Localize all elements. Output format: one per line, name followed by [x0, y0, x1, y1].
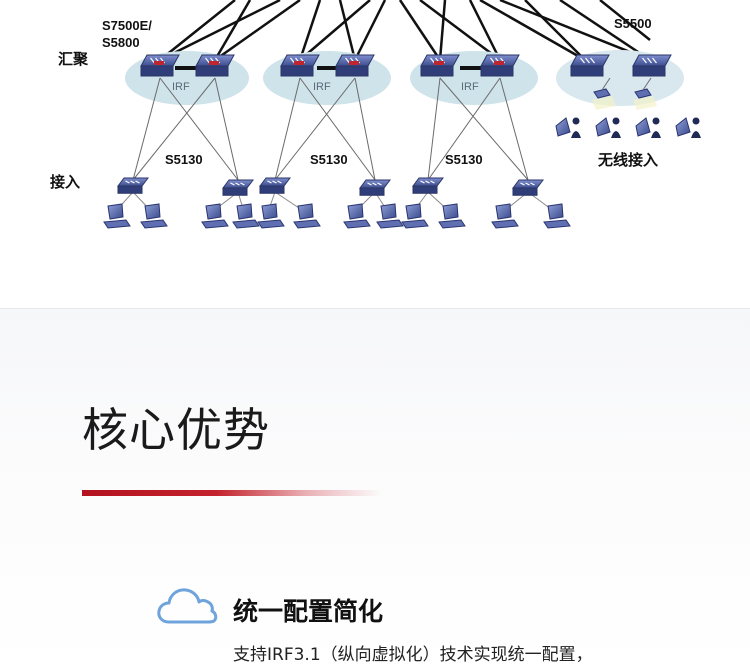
- uplink-line: [559, 0, 651, 62]
- wireless-user-icon: [595, 117, 621, 138]
- aggregation-switch-icon: [335, 54, 375, 77]
- uplink-line: [438, 0, 447, 61]
- title-accent-bar: [82, 490, 382, 496]
- downlink-line: [354, 77, 376, 181]
- downlink-line: [132, 77, 161, 181]
- aggregation-switch-icon: [140, 54, 180, 77]
- access-switch-icon: [259, 177, 291, 194]
- uplink-line: [499, 0, 651, 62]
- feature-description: 支持IRF3.1（纵向虚拟化）技术实现统一配置，: [233, 645, 593, 665]
- pc-terminals: [103, 203, 571, 229]
- wireless-layer-label: 无线接入: [598, 151, 659, 169]
- access-model-label: S5130: [310, 152, 348, 167]
- uplink-line: [213, 0, 252, 61]
- pc-icon: [343, 203, 371, 229]
- uplink-line: [599, 0, 651, 41]
- aggregation-switch-icon: [280, 54, 320, 77]
- access-switches: [117, 177, 544, 196]
- uplink-line: [524, 0, 586, 61]
- downlink-line: [299, 77, 376, 181]
- uplink-line: [353, 0, 387, 61]
- pc-icon: [491, 203, 519, 229]
- access-point-icon: [592, 77, 616, 110]
- wireless-users: [555, 117, 701, 138]
- access-points: [592, 77, 657, 110]
- aggregation-layer-label: 汇聚: [58, 50, 89, 68]
- uplink-line: [468, 0, 502, 61]
- downlink-line: [427, 77, 501, 181]
- pc-links: [114, 191, 556, 213]
- core-advantages-panel: [0, 308, 750, 665]
- aggregation-switch-icon: [195, 54, 235, 77]
- access-switch-icon: [512, 179, 544, 196]
- topology-svg: [103, 0, 701, 229]
- uplink-line: [214, 0, 301, 62]
- wireless-group-model-label: S5500: [614, 16, 652, 31]
- uplink-line: [338, 0, 357, 61]
- aggregation-switch-icon: [480, 54, 520, 77]
- uplink-line: [299, 0, 371, 61]
- downlink-line: [499, 77, 529, 181]
- pc-icon: [201, 203, 229, 229]
- access-layer-label: 接入: [50, 173, 81, 191]
- pc-icon: [103, 203, 131, 229]
- wireless-switch-icon: [632, 54, 672, 77]
- irf-label: IRF: [172, 81, 190, 93]
- uplink-line: [479, 0, 586, 62]
- access-switch-icon: [117, 177, 149, 194]
- downlink-line: [427, 77, 441, 181]
- core-group-model-line2: S5800: [102, 35, 140, 50]
- uplink-line: [159, 0, 281, 62]
- aggregation-switches: [140, 54, 520, 77]
- downlink-line: [159, 77, 239, 181]
- pc-icon: [401, 203, 429, 229]
- access-point-icon: [633, 77, 657, 110]
- downlink-line: [274, 77, 301, 181]
- access-switch-icon: [222, 179, 254, 196]
- pc-icon: [438, 203, 466, 229]
- irf-label: IRF: [313, 81, 331, 93]
- wireless-switch-icon: [570, 54, 610, 77]
- pc-icon: [257, 203, 285, 229]
- aggregation-switch-icon: [420, 54, 460, 77]
- uplink-line: [298, 0, 322, 61]
- irf-label: IRF: [461, 81, 479, 93]
- wireless-user-icon: [675, 117, 701, 138]
- access-switch-icon: [359, 179, 391, 196]
- pc-icon: [140, 203, 168, 229]
- downlink-line: [132, 77, 216, 181]
- wireless-user-icon: [555, 117, 581, 138]
- section-title: 核心优势: [82, 403, 270, 457]
- downlink-line: [274, 77, 356, 181]
- feature-title: 统一配置简化: [233, 597, 384, 626]
- downlink-line: [439, 77, 529, 181]
- pc-icon: [232, 203, 260, 229]
- uplink-line: [419, 0, 501, 61]
- pc-icon: [293, 203, 321, 229]
- core-group-model-line1: S7500E/: [102, 18, 152, 33]
- pc-icon: [543, 203, 571, 229]
- access-downlinks: [132, 77, 529, 181]
- core-uplinks: [159, 0, 651, 62]
- network-topology-diagram: 汇聚 接入 无线接入 S7500E/ S5800 S5500 S5130 S51…: [0, 0, 750, 300]
- downlink-line: [214, 77, 239, 181]
- access-switch-icon: [412, 177, 444, 194]
- uplink-line: [159, 0, 236, 61]
- pc-icon: [376, 203, 404, 229]
- access-model-label: S5130: [165, 152, 203, 167]
- wireless-user-icon: [635, 117, 661, 138]
- core-group-model-label: S7500E/ S5800: [102, 17, 152, 51]
- uplink-line: [398, 0, 442, 61]
- wireless-switches: [570, 54, 672, 77]
- access-model-label: S5130: [445, 152, 483, 167]
- cloud-icon: [157, 588, 218, 624]
